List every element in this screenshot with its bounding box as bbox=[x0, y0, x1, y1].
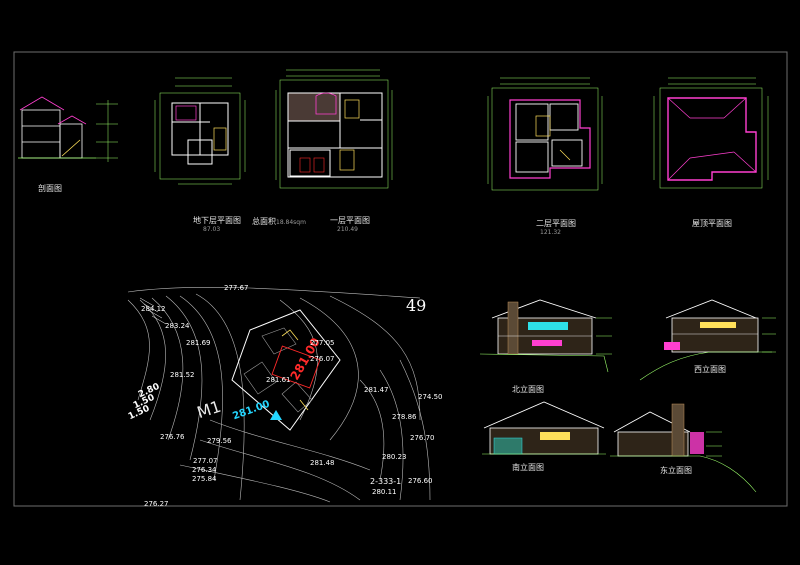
elevation-mark: 279.56 bbox=[207, 437, 232, 445]
elevation-mark: 281.69 bbox=[186, 339, 211, 347]
section-drawing bbox=[18, 96, 118, 162]
elevation-mark: 274.50 bbox=[418, 393, 443, 401]
elevation-mark: 276.70 bbox=[410, 434, 435, 442]
roof-plan-title: 屋顶平面图 bbox=[692, 219, 732, 228]
elevation-mark: 280.11 bbox=[372, 488, 397, 496]
second-floor-plan-title: 二层平面图 bbox=[536, 219, 576, 228]
north-elevation bbox=[479, 299, 612, 373]
second-floor-plan bbox=[487, 77, 603, 191]
elevation-mark: 276.60 bbox=[408, 477, 433, 485]
elevation-mark: 277.07 bbox=[193, 457, 218, 465]
page-number: 49 bbox=[406, 296, 427, 315]
elevation-mark: 281.48 bbox=[310, 459, 335, 467]
elevation-mark: 277.67 bbox=[224, 284, 249, 292]
section-title: 剖面图 bbox=[38, 184, 62, 193]
elevation-mark: 276.76 bbox=[160, 433, 185, 441]
north-elevation-title: 北立面图 bbox=[512, 385, 544, 394]
elevation-mark: 275.84 bbox=[192, 475, 217, 483]
elevation-mark: 276.34 bbox=[192, 466, 217, 474]
elevation-mark: 281.61 bbox=[266, 376, 291, 384]
elevation-mark: 276.27 bbox=[144, 500, 169, 508]
west-elevation-title: 西立面图 bbox=[694, 365, 726, 374]
total-area-value: 18.84sqm bbox=[276, 219, 306, 226]
elevation-mark: 278.86 bbox=[392, 413, 417, 421]
elevation-mark: 277.05 bbox=[310, 339, 335, 347]
sheet-frame bbox=[13, 51, 788, 507]
south-elevation-title: 南立面图 bbox=[512, 463, 544, 472]
west-elevation bbox=[639, 299, 776, 381]
basement-plan-title: 地下层平面图 bbox=[193, 216, 241, 225]
elevation-mark: 276.07 bbox=[310, 355, 335, 363]
elevation-mark: 284.12 bbox=[141, 305, 166, 313]
basement-plan bbox=[154, 77, 246, 185]
elevation-mark: 280.23 bbox=[382, 453, 407, 461]
site-plan bbox=[127, 287, 431, 503]
total-area-title: 总面积 bbox=[252, 217, 276, 226]
second-floor-plan-area: 121.32 bbox=[540, 229, 561, 236]
east-elevation bbox=[610, 403, 757, 493]
roof-plan bbox=[653, 77, 769, 189]
basement-plan-area: 87.03 bbox=[203, 226, 221, 233]
site-code: 2-333-1 bbox=[370, 477, 402, 486]
elevation-mark: 281.47 bbox=[364, 386, 389, 394]
south-elevation bbox=[482, 401, 606, 455]
east-elevation-title: 东立面图 bbox=[660, 466, 692, 475]
first-floor-plan bbox=[275, 69, 393, 189]
first-floor-plan-title: 一层平面图 bbox=[330, 216, 370, 225]
first-floor-plan-area: 210.49 bbox=[337, 226, 358, 233]
elevation-mark: 281.52 bbox=[170, 371, 195, 379]
elevation-mark: 283.24 bbox=[165, 322, 190, 330]
